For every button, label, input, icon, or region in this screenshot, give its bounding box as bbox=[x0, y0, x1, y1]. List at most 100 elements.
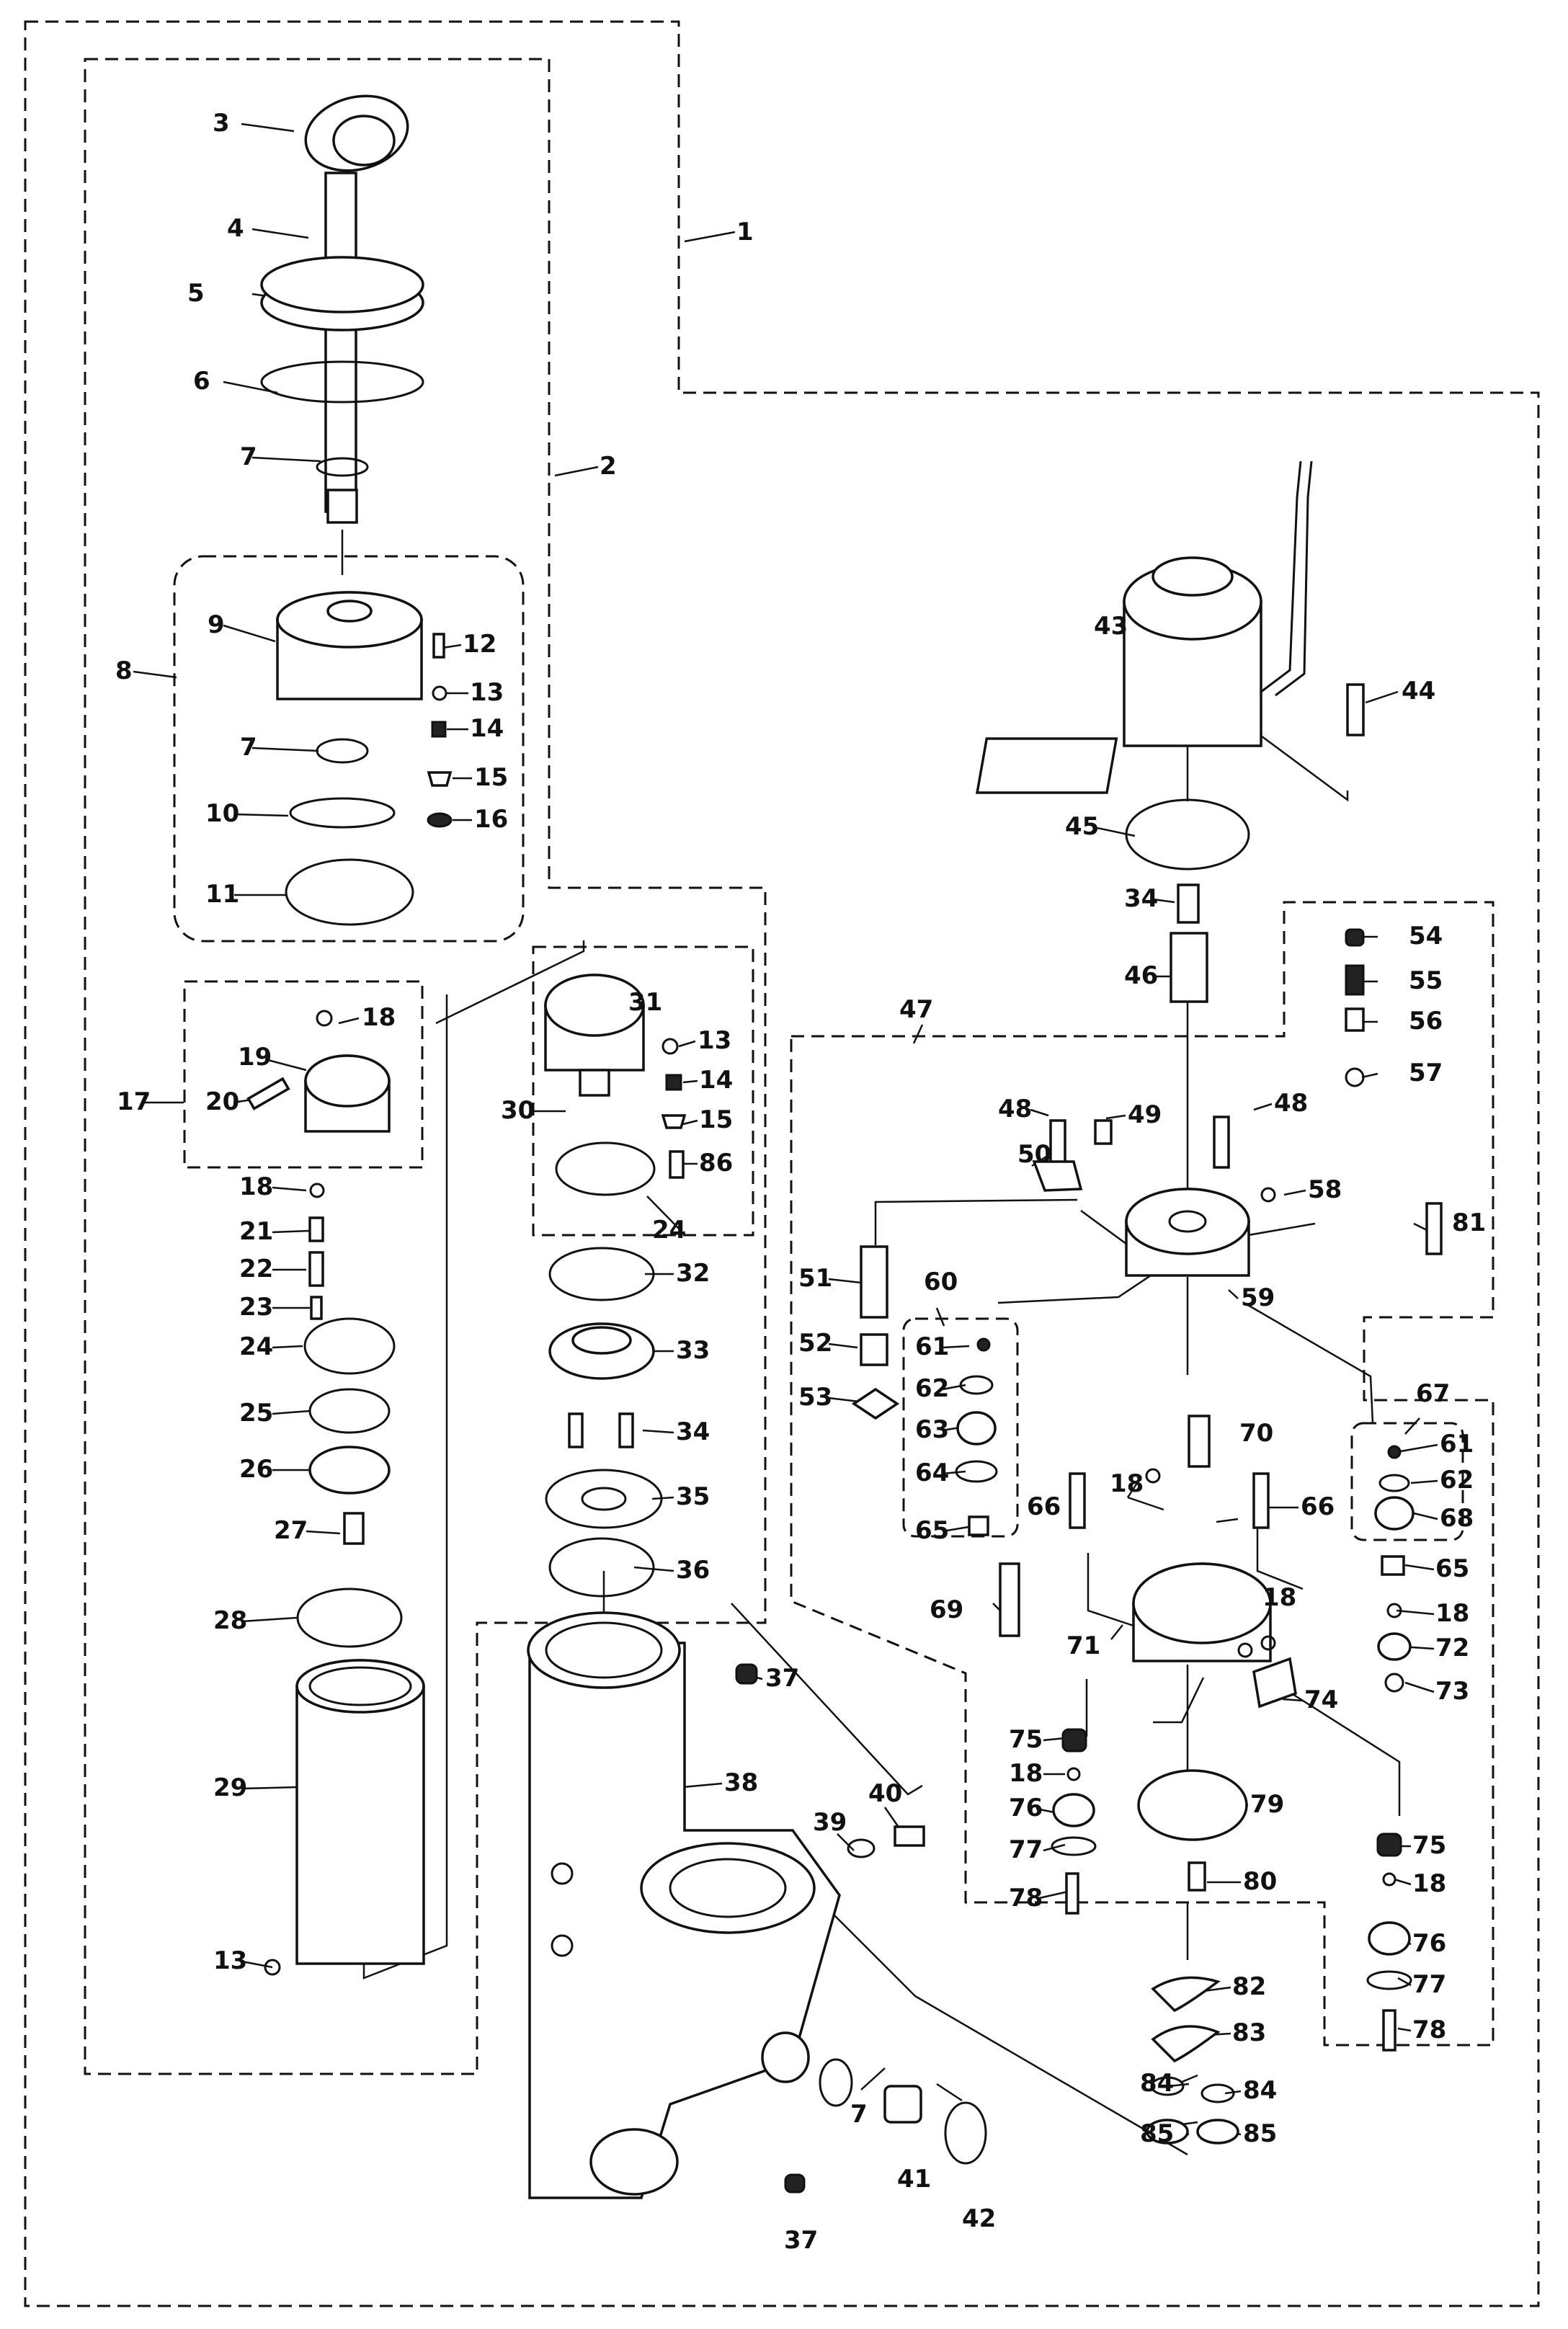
callout-79: 79 bbox=[1250, 1790, 1284, 1819]
callout-13b: 13 bbox=[213, 1946, 247, 1975]
main-housing-38-part bbox=[527, 1611, 987, 2199]
callout-17: 17 bbox=[117, 1087, 151, 1116]
group-outline-47 bbox=[790, 901, 1494, 2047]
callout-3: 3 bbox=[213, 109, 230, 138]
callout-60: 60 bbox=[924, 1268, 958, 1296]
callout-85a: 85 bbox=[1140, 2119, 1174, 2148]
leader-lines bbox=[133, 123, 1438, 2156]
callout-27: 27 bbox=[274, 1516, 308, 1545]
callout-65b: 65 bbox=[1435, 1554, 1469, 1583]
callout-83: 83 bbox=[1232, 2018, 1266, 2047]
callout-46: 46 bbox=[1124, 961, 1158, 990]
callout-37b: 37 bbox=[784, 2226, 818, 2255]
callout-30: 30 bbox=[501, 1096, 535, 1125]
cylinder-29-part bbox=[264, 1659, 425, 1976]
motor-43-part bbox=[975, 460, 1365, 1003]
callout-37a: 37 bbox=[765, 1664, 799, 1693]
callout-57: 57 bbox=[1409, 1059, 1443, 1087]
callout-34b: 34 bbox=[1124, 884, 1158, 913]
callout-86: 86 bbox=[699, 1149, 733, 1177]
callout-14b: 14 bbox=[699, 1066, 733, 1095]
callout-67: 67 bbox=[1416, 1379, 1450, 1408]
callout-11: 11 bbox=[205, 880, 239, 909]
callout-82: 82 bbox=[1232, 1972, 1266, 2001]
callout-81: 81 bbox=[1452, 1208, 1486, 1237]
valve-parts-60-part bbox=[851, 1245, 1415, 1576]
valve-17-part bbox=[246, 1010, 403, 1648]
callout-1: 1 bbox=[736, 218, 754, 246]
callout-61a: 61 bbox=[915, 1332, 949, 1361]
callout-18c: 18 bbox=[1435, 1599, 1469, 1628]
callout-18e: 18 bbox=[1262, 1583, 1296, 1612]
callout-25: 25 bbox=[239, 1399, 273, 1428]
callout-6: 6 bbox=[193, 367, 210, 396]
callout-24a: 24 bbox=[239, 1332, 273, 1361]
group-outline-2 bbox=[84, 58, 767, 2075]
callout-75a: 75 bbox=[1009, 1725, 1043, 1754]
callout-18b: 18 bbox=[239, 1172, 273, 1201]
callout-56: 56 bbox=[1409, 1007, 1443, 1036]
pump-71-part bbox=[999, 1415, 1412, 1709]
callout-2: 2 bbox=[600, 452, 617, 481]
callout-15b: 15 bbox=[699, 1105, 733, 1134]
callout-44: 44 bbox=[1402, 677, 1435, 705]
callout-38: 38 bbox=[724, 1768, 758, 1797]
callout-62a: 62 bbox=[915, 1374, 949, 1403]
callout-10: 10 bbox=[205, 799, 239, 828]
callout-49: 49 bbox=[1128, 1100, 1162, 1129]
callout-50: 50 bbox=[1017, 1140, 1051, 1169]
callout-78a: 78 bbox=[1009, 1884, 1043, 1912]
callout-85b: 85 bbox=[1243, 2119, 1277, 2148]
callout-24b: 24 bbox=[652, 1216, 686, 1244]
callout-13a: 13 bbox=[470, 678, 504, 707]
callout-41: 41 bbox=[897, 2165, 931, 2194]
callout-61b: 61 bbox=[1440, 1430, 1474, 1459]
callout-71: 71 bbox=[1066, 1631, 1100, 1660]
group-outline-67 bbox=[1350, 1422, 1464, 1541]
callout-39: 39 bbox=[813, 1808, 847, 1837]
callout-4: 4 bbox=[227, 214, 244, 243]
callout-45: 45 bbox=[1065, 812, 1099, 841]
callout-7c: 7 bbox=[850, 2100, 868, 2129]
callout-16: 16 bbox=[474, 805, 508, 834]
callout-20: 20 bbox=[205, 1087, 239, 1116]
callout-31: 31 bbox=[628, 988, 662, 1017]
callout-66a: 66 bbox=[1027, 1492, 1061, 1521]
callout-69: 69 bbox=[930, 1595, 963, 1624]
callout-numbers: 1 2 3 4 5 6 7 8 9 12 13 14 15 16 7 10 11… bbox=[115, 109, 1486, 2255]
callout-48b: 48 bbox=[1274, 1089, 1308, 1118]
callout-58: 58 bbox=[1308, 1175, 1342, 1204]
callout-13c: 13 bbox=[698, 1026, 731, 1055]
callout-7b: 7 bbox=[240, 733, 257, 762]
callout-33: 33 bbox=[676, 1336, 710, 1365]
group-outline-1 bbox=[24, 20, 1540, 2307]
callout-42: 42 bbox=[962, 2204, 996, 2233]
callout-12: 12 bbox=[463, 630, 496, 659]
callout-80: 80 bbox=[1243, 1867, 1277, 1896]
callout-68: 68 bbox=[1440, 1504, 1474, 1533]
callout-51: 51 bbox=[798, 1264, 832, 1293]
callout-66b: 66 bbox=[1301, 1492, 1335, 1521]
callout-32: 32 bbox=[676, 1259, 710, 1288]
callout-48a: 48 bbox=[998, 1095, 1032, 1123]
callout-22: 22 bbox=[239, 1255, 273, 1283]
callout-84b: 84 bbox=[1243, 2076, 1277, 2105]
callout-72: 72 bbox=[1435, 1634, 1469, 1662]
callout-5: 5 bbox=[187, 279, 205, 308]
callout-43: 43 bbox=[1094, 612, 1128, 641]
callout-18f: 18 bbox=[1009, 1759, 1043, 1788]
callout-76b: 76 bbox=[1412, 1929, 1446, 1958]
group-outline-17 bbox=[183, 980, 424, 1169]
callout-62b: 62 bbox=[1440, 1466, 1474, 1495]
valve-block-59-part bbox=[1032, 928, 1443, 1277]
group-outline-8 bbox=[173, 555, 525, 943]
callout-21: 21 bbox=[239, 1217, 273, 1246]
callout-77a: 77 bbox=[1009, 1835, 1043, 1864]
callout-34a: 34 bbox=[676, 1417, 710, 1446]
check-valve-parts-75-part bbox=[1051, 1728, 1412, 2145]
callout-7a: 7 bbox=[240, 442, 257, 471]
callout-8: 8 bbox=[115, 656, 133, 685]
callout-75b: 75 bbox=[1412, 1831, 1446, 1860]
piston-assembly-part bbox=[276, 591, 453, 926]
callout-55: 55 bbox=[1409, 966, 1443, 995]
